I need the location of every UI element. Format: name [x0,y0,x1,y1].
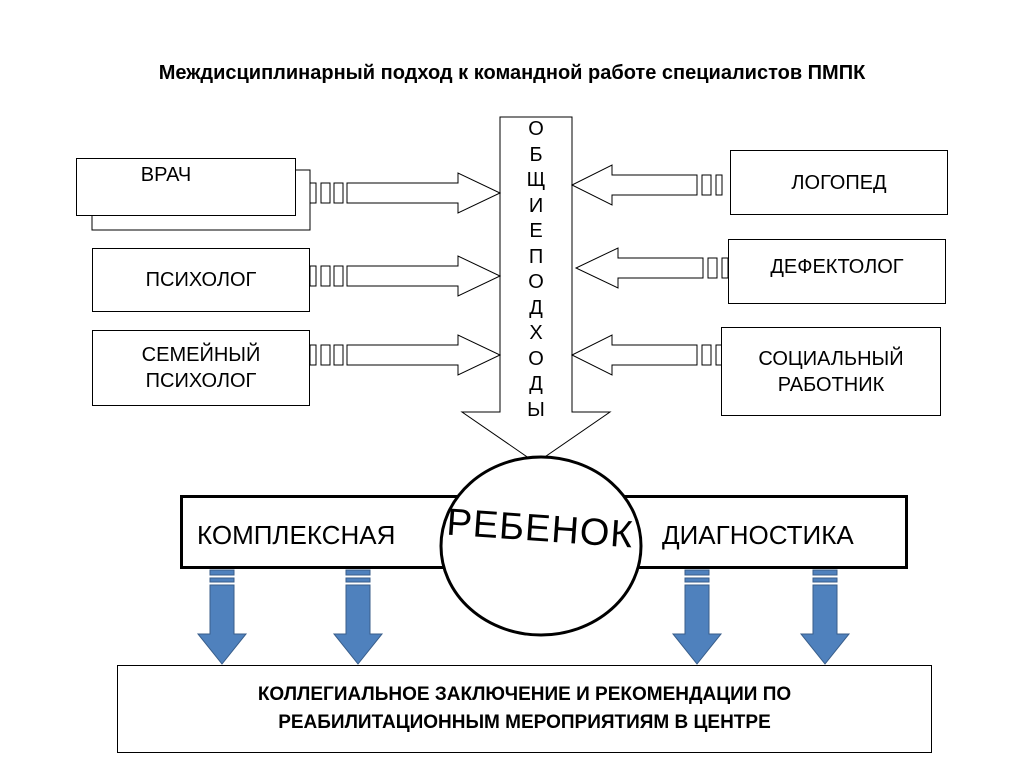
blue-down-arrow [332,569,384,665]
conclusion-box: КОЛЛЕГИАЛЬНОЕ ЗАКЛЮЧЕНИЕ И РЕКОМЕНДАЦИИ … [117,665,932,753]
vertical-letter: Б [529,143,543,166]
vertical-letter: О [528,347,544,370]
right-arrow-speech-therapist [570,164,723,206]
page-title: Междисциплинарный подход к командной раб… [158,62,866,84]
right-arrow-social-worker [570,334,723,376]
family-psychologist-label: СЕМЕЙНЫЙ ПСИХОЛОГ [141,344,261,392]
vertical-letter: Д [529,296,543,319]
vertical-letter: Е [529,220,543,242]
vertical-letter: И [528,194,544,217]
blue-down-arrow [671,569,723,665]
vertical-letter: Д [529,373,543,395]
right-arrow-defectologist [574,247,729,289]
family-psychologist-box: СЕМЕЙНЫЙ ПСИХОЛОГ [92,330,310,406]
social-worker-box: СОЦИАЛЬНЫЙ РАБОТНИК [721,327,941,416]
psychologist-label: ПСИХОЛОГ [145,269,257,291]
left-arrow-psychologist [309,255,502,297]
diagnostics-right-label: ДИАГНОСТИКА [662,520,854,550]
left-arrow-family-psychologist [309,334,502,376]
vertical-letter: П [528,245,544,268]
vertical-letter: О [528,271,544,293]
child-circle [439,455,643,637]
left-arrow-doctor [309,172,502,214]
speech-therapist-label: ЛОГОПЕД [791,171,887,194]
social-worker-label: СОЦИАЛЬНЫЙ РАБОТНИК [758,347,904,396]
conclusion-label: КОЛЛЕГИАЛЬНОЕ ЗАКЛЮЧЕНИЕ И РЕКОМЕНДАЦИИ … [257,684,792,733]
defectologist-label: ДЕФЕКТОЛОГ [770,255,904,278]
blue-down-arrow [799,569,851,665]
psychologist-box: ПСИХОЛОГ [92,248,310,312]
doctor-box: ВРАЧ [76,158,296,216]
speech-therapist-box: ЛОГОПЕД [730,150,948,215]
vertical-letter: Х [529,322,543,344]
central-down-arrow [460,116,612,464]
vertical-letter: Ы [527,398,545,421]
vertical-letter: О [528,118,544,140]
blue-down-arrow [196,569,248,665]
vertical-letter: Щ [526,169,546,191]
doctor-label: ВРАЧ [140,164,192,186]
defectologist-box: ДЕФЕКТОЛОГ [728,239,946,304]
diagnostics-left-label: КОМПЛЕКСНАЯ [197,520,396,550]
